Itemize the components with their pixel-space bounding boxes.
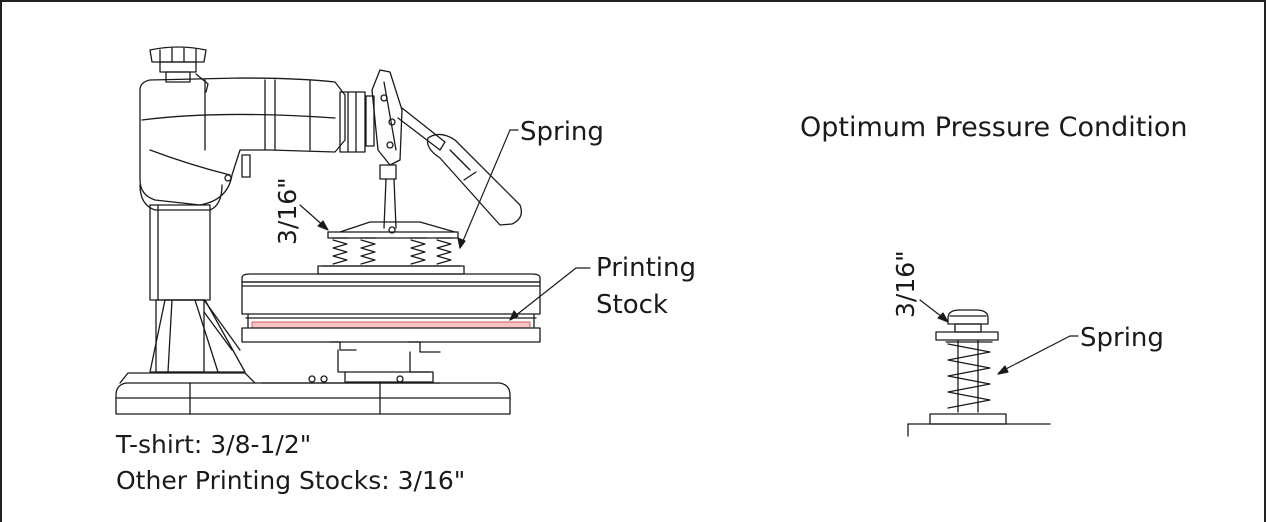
- press-base: [115, 372, 511, 415]
- spring-detail-illustration: [907, 309, 1051, 437]
- lower-support: [329, 341, 441, 383]
- caption-other-stocks: Other Printing Stocks: 3/16": [116, 466, 466, 495]
- detail-title: Optimum Pressure Condition: [800, 112, 1188, 143]
- detail-gap-label: 3/16": [891, 250, 920, 318]
- spring-assembly: [317, 221, 465, 275]
- upper-platen: [241, 273, 541, 315]
- stock-label-line2: Stock: [596, 290, 668, 320]
- press-head: [139, 77, 375, 206]
- printing-stock: [245, 317, 537, 329]
- pressure-knob: [149, 46, 209, 93]
- detail-annotations: [919, 299, 1079, 375]
- caption-tshirt: T-shirt: 3/8-1/2": [116, 430, 312, 459]
- stock-label-line1: Printing: [596, 253, 696, 283]
- press-annotations: [299, 129, 591, 321]
- spring-coils: [331, 237, 453, 265]
- press-spring-label: Spring: [520, 117, 604, 147]
- press-gap-label: 3/16": [273, 177, 302, 245]
- detail-spring-label: Spring: [1080, 323, 1164, 353]
- press-handle: [371, 69, 523, 229]
- heat-press-illustration: [115, 46, 541, 415]
- press-column: [139, 184, 246, 373]
- lower-platen: [241, 313, 541, 343]
